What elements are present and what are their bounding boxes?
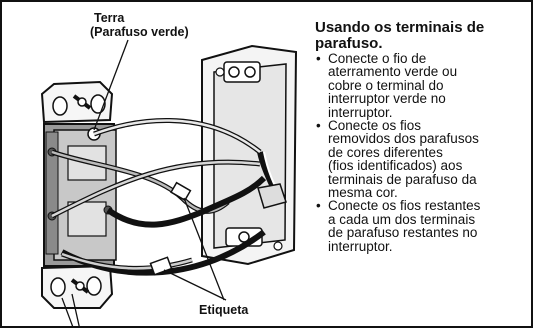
instruction-line: interruptor. bbox=[328, 104, 393, 120]
electrical-box bbox=[201, 44, 298, 266]
instruction-step-3: Conecte os fios restantes a cada um dos … bbox=[315, 198, 531, 254]
ground-label: Terra bbox=[94, 11, 125, 25]
instruction-line: de parafuso restantes no bbox=[328, 225, 478, 241]
instructions-title-line2: parafuso. bbox=[315, 35, 383, 52]
instruction-line: mesma cor. bbox=[328, 185, 398, 201]
instruction-line: (fios identificados) aos bbox=[328, 158, 463, 174]
instructions-panel: Usando os terminais de parafuso. Conecte… bbox=[315, 19, 531, 254]
ground-screw-label: (Parafuso verde) bbox=[90, 25, 189, 39]
instruction-line: interruptor. bbox=[328, 238, 393, 254]
instruction-line: a cada um dos terminais bbox=[328, 211, 476, 227]
wire-tags bbox=[149, 181, 192, 276]
instruction-line: Conecte os fios restantes bbox=[328, 198, 481, 214]
instructions-title-line1: Usando os terminais de bbox=[315, 19, 485, 36]
instruction-step-1: Conecte o fio de aterramento verde ou co… bbox=[315, 51, 531, 120]
leader-lines bbox=[61, 39, 227, 326]
instruction-line: removidos dos parafusos bbox=[328, 131, 479, 147]
instruction-line: cobre o terminal do bbox=[328, 77, 444, 93]
instructions-list: Conecte o fio de aterramento verde ou co… bbox=[315, 51, 531, 254]
instruction-line: aterramento verde ou bbox=[328, 64, 458, 80]
instruction-step-2: Conecte os fios removidos dos parafusos … bbox=[315, 118, 531, 201]
tag-label: Etiqueta bbox=[199, 303, 249, 317]
instruction-line: de cores diferentes bbox=[328, 144, 443, 160]
instruction-line: terminais de parafuso da bbox=[328, 171, 477, 187]
instruction-line: Conecte o fio de bbox=[328, 51, 427, 66]
instruction-line: Conecte os fios bbox=[328, 118, 422, 134]
instruction-line: interruptor verde no bbox=[328, 91, 446, 107]
switch-device bbox=[40, 80, 117, 309]
